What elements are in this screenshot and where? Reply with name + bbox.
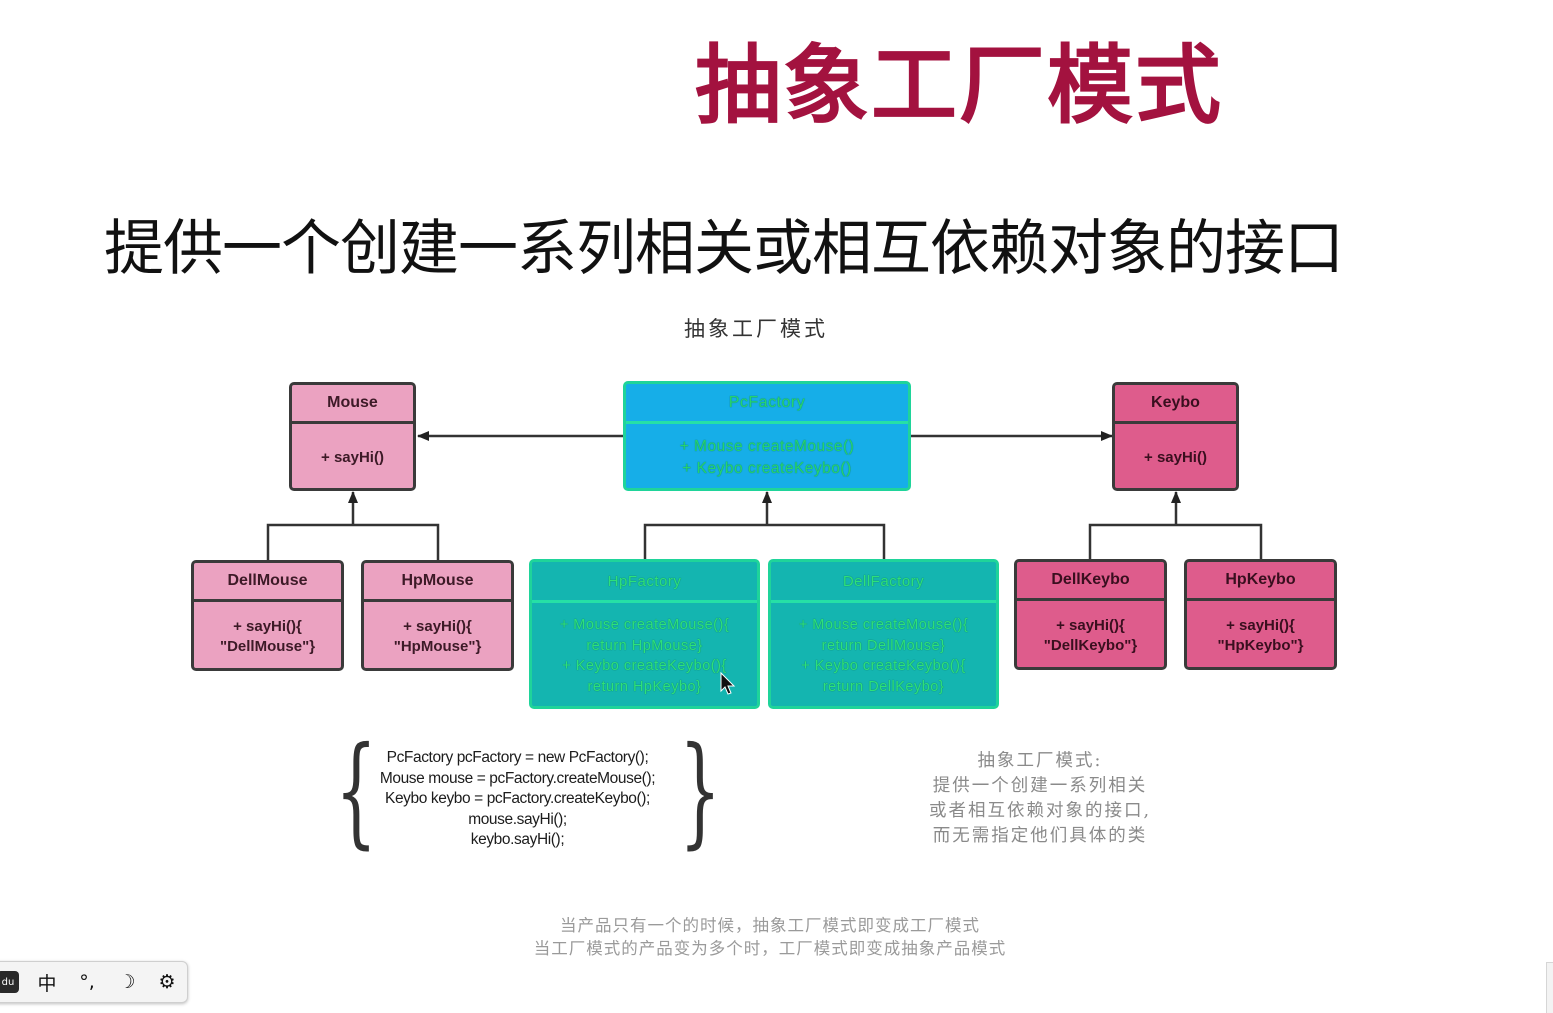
- diagram-caption: 抽象工厂模式: [684, 317, 828, 341]
- method: + sayHi(){: [233, 617, 302, 635]
- method: + Mouse createMouse(): [679, 437, 855, 455]
- method: + Keybo createKeybo(){: [801, 658, 966, 674]
- method: "DellKeybo"}: [1043, 636, 1138, 654]
- class-keybo: Keybo + sayHi(): [1112, 382, 1239, 491]
- class-dellmouse: DellMouse + sayHi(){ "DellMouse"}: [191, 560, 344, 671]
- slide-subtitle: 提供一个创建一系列相关或相互依赖对象的接口: [104, 214, 1344, 284]
- edge-panel: [1546, 962, 1553, 1013]
- method: + Mouse createMouse(){: [798, 617, 969, 633]
- bottom-note: 当产品只有一个的时候，抽象工厂模式即变成工厂模式 当工厂模式的产品变为多个时，工…: [480, 914, 1060, 960]
- ime-toolbar: du 中 °, ☽ ⚙: [0, 961, 188, 1003]
- method: "HpKeybo"}: [1217, 636, 1304, 654]
- method: return DellKeybo}: [822, 678, 945, 695]
- method: + sayHi(){: [1226, 616, 1295, 634]
- side-note-line: 提供一个创建一系列相关: [932, 776, 1148, 796]
- code-line: mouse.sayHi();: [468, 810, 567, 828]
- code-line: keybo.sayHi();: [470, 831, 565, 848]
- code-line: Mouse mouse = pcFactory.createMouse();: [379, 769, 656, 787]
- class-name: Mouse: [292, 385, 413, 424]
- class-hpkeybo: HpKeybo + sayHi(){ "HpKeybo"}: [1184, 559, 1337, 670]
- method: + Mouse createMouse(){: [559, 617, 730, 633]
- gear-icon[interactable]: ⚙: [158, 971, 176, 993]
- moon-icon[interactable]: ☽: [118, 971, 136, 993]
- class-name: HpKeybo: [1187, 562, 1334, 601]
- method: + sayHi(){: [1056, 616, 1125, 634]
- method: return HpKeybo}: [587, 678, 702, 695]
- slide-title: 抽象工厂模式: [695, 36, 1223, 136]
- class-name: DellFactory: [771, 562, 996, 603]
- side-note-line: 或者相互依赖对象的接口,: [928, 801, 1152, 821]
- method: "HpMouse"}: [393, 637, 482, 655]
- method: + sayHi(){: [403, 617, 472, 635]
- class-dellfactory: DellFactory + Mouse createMouse(){ retur…: [768, 559, 999, 709]
- side-note: 抽象工厂模式: 提供一个创建一系列相关 或者相互依赖对象的接口, 而无需指定他们…: [915, 749, 1165, 849]
- chinese-mode-icon[interactable]: 中: [37, 972, 57, 995]
- inheritance-pcfactory: [643, 491, 886, 560]
- class-name: DellMouse: [194, 563, 341, 602]
- ime-logo-icon[interactable]: du: [0, 971, 19, 993]
- class-dellkeybo: DellKeybo + sayHi(){ "DellKeybo"}: [1014, 559, 1167, 670]
- inheritance-mouse: [266, 491, 440, 560]
- class-name: PcFactory: [626, 384, 908, 424]
- code-line: PcFactory pcFactory = new PcFactory();: [386, 749, 649, 766]
- method: + sayHi(): [1144, 449, 1207, 466]
- code-line: Keybo keybo = pcFactory.createKeybo();: [385, 790, 650, 807]
- left-brace-icon: {: [335, 722, 378, 861]
- punctuation-icon[interactable]: °,: [79, 971, 95, 993]
- method: return HpMouse}: [586, 637, 703, 654]
- method: return DellMouse}: [821, 637, 946, 654]
- class-hpfactory: HpFactory + Mouse createMouse(){ return …: [529, 559, 760, 709]
- side-note-line: 而无需指定他们具体的类: [932, 826, 1148, 846]
- code-sample: PcFactory pcFactory = new PcFactory(); M…: [355, 748, 680, 851]
- class-name: Keybo: [1115, 385, 1236, 424]
- class-hpmouse: HpMouse + sayHi(){ "HpMouse"}: [361, 560, 514, 671]
- right-brace-icon: }: [679, 722, 722, 861]
- class-name: DellKeybo: [1017, 562, 1164, 601]
- bottom-note-line: 当产品只有一个的时候，抽象工厂模式即变成工厂模式: [560, 916, 980, 935]
- method: + Keybo createKeybo(): [682, 459, 852, 477]
- mouse-cursor-icon: [720, 672, 736, 695]
- side-note-line: 抽象工厂模式:: [977, 751, 1103, 771]
- class-name: HpMouse: [364, 563, 511, 602]
- method: "DellMouse"}: [219, 637, 316, 655]
- class-name: HpFactory: [532, 562, 757, 603]
- class-mouse: Mouse + sayHi(): [289, 382, 416, 491]
- bottom-note-line: 当工厂模式的产品变为多个时，工厂模式即变成抽象产品模式: [533, 939, 1007, 958]
- inheritance-keybo: [1088, 491, 1263, 560]
- class-pcfactory: PcFactory + Mouse createMouse() + Keybo …: [623, 381, 911, 491]
- method: + sayHi(): [321, 449, 384, 466]
- method: + Keybo createKeybo(){: [562, 658, 727, 674]
